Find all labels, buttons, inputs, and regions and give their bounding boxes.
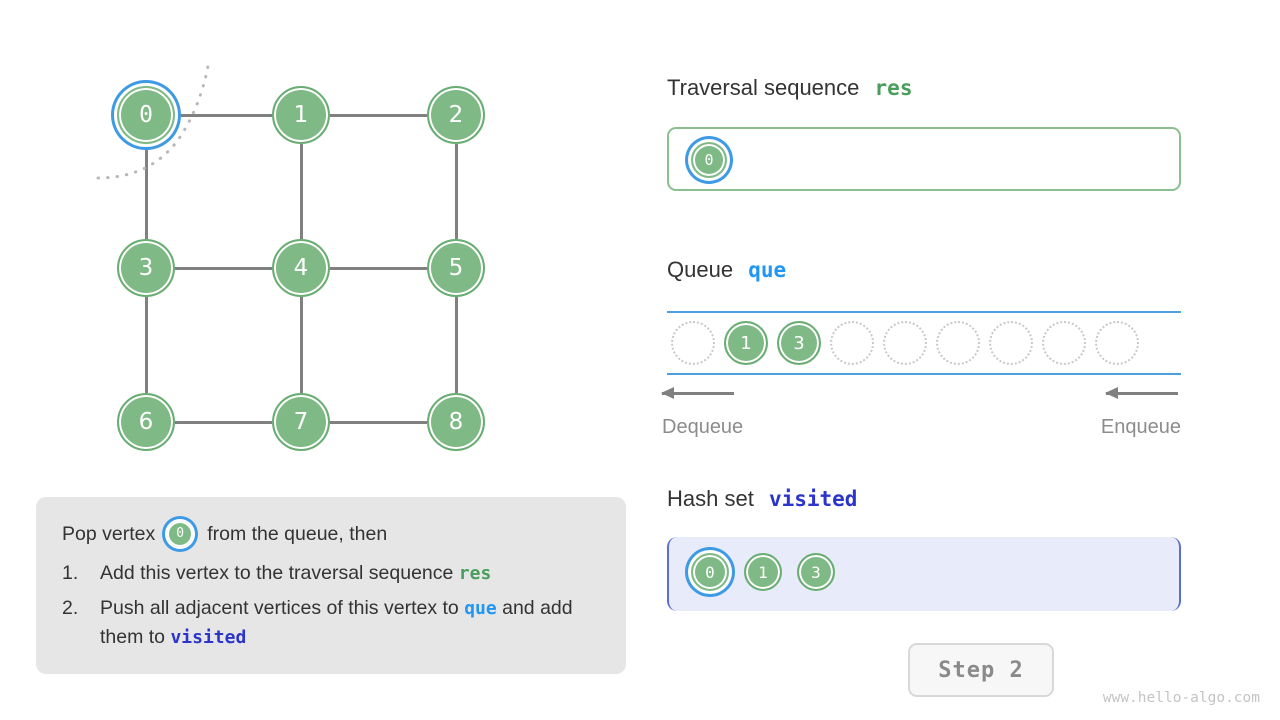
res-title-text: Traversal sequence: [667, 75, 860, 100]
queue-slot-5: [936, 321, 980, 365]
explanation-steps: 1. Add this vertex to the traversal seque…: [62, 559, 602, 652]
queue-arrows: [660, 385, 1194, 405]
queue-slot-2: 3: [777, 321, 821, 365]
enqueue-arrow-icon: [1105, 387, 1178, 399]
queue-rule-bottom: [667, 373, 1181, 375]
hash-item-2: 3: [797, 553, 835, 591]
graph-edge: [454, 297, 458, 393]
hash-title-code: visited: [768, 487, 858, 511]
explanation-headline-prefix: Pop vertex: [62, 522, 156, 545]
graph-edge: [299, 297, 303, 393]
graph-edge: [144, 144, 148, 239]
res-item-0: 0: [691, 142, 727, 178]
graph-edge: [175, 266, 272, 270]
queue-title-text: Queue: [667, 257, 734, 282]
queue-slot-1: 1: [724, 321, 768, 365]
inline-vertex-badge: 0: [167, 521, 194, 547]
enqueue-label: Enqueue: [1100, 416, 1181, 438]
watermark: www.hello-algo.com: [1102, 690, 1260, 706]
hash-item-0: 0: [691, 553, 729, 591]
queue-title-code: que: [748, 258, 787, 282]
explanation-box: Pop vertex 0 from the queue, then 1. Add …: [36, 497, 626, 674]
graph-node-8[interactable]: 8: [427, 393, 485, 451]
explanation-headline-suffix: from the queue, then: [207, 522, 388, 545]
res-section-title: Traversal sequence res: [667, 75, 912, 101]
explanation-headline: Pop vertex 0 from the queue, then: [62, 517, 602, 551]
explanation-step-text: Push all adjacent vertices of this verte…: [100, 597, 573, 648]
queue-slot-6: [989, 321, 1033, 365]
graph-edge: [299, 144, 303, 239]
graph-node-3[interactable]: 3: [117, 239, 175, 297]
graph-edge: [330, 266, 427, 270]
explanation-step: 2. Push all adjacent vertices of this ver…: [62, 594, 602, 652]
graph-edge: [454, 144, 458, 239]
graph-node-0[interactable]: 0: [117, 86, 175, 144]
graph-node-5[interactable]: 5: [427, 239, 485, 297]
graph-node-2[interactable]: 2: [427, 86, 485, 144]
graph-node-4[interactable]: 4: [272, 239, 330, 297]
step-badge: Step 2: [908, 643, 1054, 697]
hash-section-title: Hash set visited: [667, 486, 857, 512]
hash-title-text: Hash set: [667, 486, 754, 511]
graph-edge: [330, 113, 427, 117]
graph-edge: [144, 297, 148, 393]
graph-node-6[interactable]: 6: [117, 393, 175, 451]
queue-rule-top: [667, 311, 1181, 313]
dequeue-label: Dequeue: [662, 416, 744, 438]
res-container: 0: [667, 127, 1181, 191]
queue-slot-3: [830, 321, 874, 365]
dequeue-arrow-icon: [661, 387, 734, 399]
graph-edge: [175, 420, 272, 424]
res-title-code: res: [874, 76, 913, 100]
explanation-step-text: Add this vertex to the traversal sequenc…: [100, 562, 492, 584]
queue-slot-4: [883, 321, 927, 365]
code-token-res: res: [458, 563, 492, 584]
graph-edge: [330, 420, 427, 424]
queue-slot-8: [1095, 321, 1139, 365]
explanation-step-number: 1.: [62, 562, 79, 584]
code-token-que: que: [464, 598, 497, 619]
explanation-step: 1. Add this vertex to the traversal seque…: [62, 559, 602, 588]
graph-panel: 0 1 2 3 4 5 6 7 8: [0, 0, 640, 500]
graph-node-7[interactable]: 7: [272, 393, 330, 451]
graph-node-1[interactable]: 1: [272, 86, 330, 144]
graph-edge: [175, 113, 272, 117]
code-token-visited: visited: [170, 627, 247, 648]
hash-item-1: 1: [744, 553, 782, 591]
queue-slot-0: [671, 321, 715, 365]
explanation-step-number: 2.: [62, 597, 79, 619]
queue-section-title: Queue que: [667, 257, 786, 283]
queue-slot-7: [1042, 321, 1086, 365]
